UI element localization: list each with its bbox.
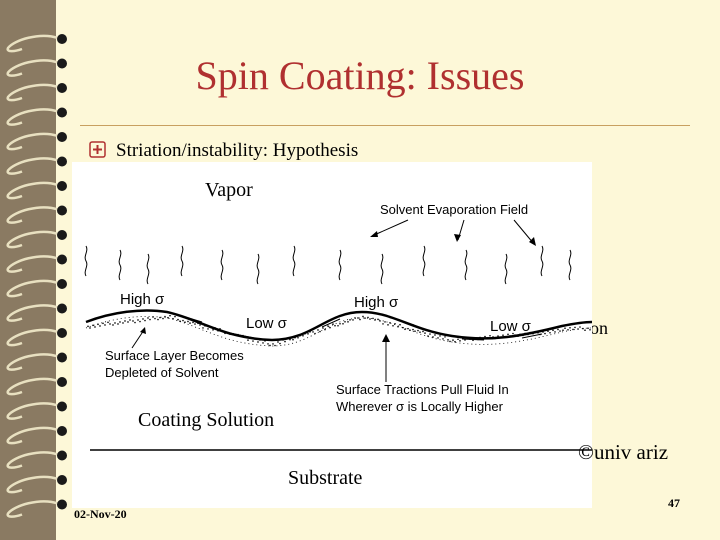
spiral-ring <box>6 475 59 494</box>
spiral-ring <box>6 255 59 273</box>
spiral-ring <box>6 304 59 322</box>
evaporation-field-label: Solvent Evaporation Field <box>380 202 528 217</box>
credit-label: ©univ ariz <box>578 440 669 464</box>
spiral-hole <box>57 83 67 93</box>
spiral-ring <box>6 108 59 126</box>
coating-surface <box>85 309 592 342</box>
spiral-ring <box>6 426 59 445</box>
spiral-hole <box>57 230 67 240</box>
spiral-ring <box>6 500 59 518</box>
spiral-hole <box>57 181 67 191</box>
high-sigma-left-label: High σ <box>120 291 165 308</box>
spiral-hole <box>57 377 67 387</box>
striation-diagram: Vapor Solvent Evaporation Field High σ H… <box>72 162 592 508</box>
spiral-ring <box>6 451 59 469</box>
spiral-hole <box>57 450 67 461</box>
depleted-label-line1: Surface Layer Becomes <box>105 348 244 363</box>
spiral-ring <box>6 206 59 224</box>
spiral-ring <box>6 230 59 249</box>
low-sigma-left-label: Low σ <box>246 315 288 332</box>
spiral-hole <box>57 254 67 265</box>
spiral-ring <box>6 402 59 420</box>
traction-label-line2: Wherever σ is Locally Higher <box>336 399 504 414</box>
spiral-hole <box>57 156 67 167</box>
high-sigma-mid-label: High σ <box>354 294 399 311</box>
spiral-ring <box>6 181 59 200</box>
substrate-label: Substrate <box>288 467 363 489</box>
spiral-hole <box>57 205 67 216</box>
spiral-hole <box>57 499 67 510</box>
vapor-squiggles <box>84 245 572 285</box>
spiral-hole <box>57 475 67 485</box>
spiral-ring <box>6 328 59 347</box>
spiral-ring <box>6 377 59 396</box>
traction-label-line1: Surface Tractions Pull Fluid In <box>336 382 509 397</box>
slide-title: Spin Coating: Issues <box>195 53 525 98</box>
spiral-ring <box>6 353 59 371</box>
low-sigma-right-label: Low σ <box>490 318 532 335</box>
vapor-label: Vapor <box>205 179 253 201</box>
page-number: 47 <box>668 496 680 510</box>
spiral-ring <box>6 34 59 53</box>
depleted-label-line2: Depleted of Solvent <box>105 365 219 380</box>
footer-date: 02-Nov-20 <box>74 507 127 521</box>
spiral-ring <box>6 157 59 175</box>
spiral-ring <box>6 279 59 298</box>
spiral-hole <box>57 401 67 412</box>
plus-box-icon <box>89 141 106 158</box>
spiral-hole <box>57 34 67 44</box>
spiral-hole <box>57 426 67 436</box>
spiral-hole <box>57 58 67 69</box>
spiral-binding <box>0 0 80 540</box>
bullet-text: Striation/instability: Hypothesis <box>116 140 359 161</box>
evaporation-arrows <box>371 219 535 245</box>
spiral-hole <box>57 132 67 142</box>
spiral-ring <box>6 83 59 102</box>
coating-solution-label: Coating Solution <box>138 409 274 431</box>
spiral-hole <box>57 352 67 363</box>
obscured-text-fragment: on <box>590 318 608 338</box>
title-divider <box>80 125 690 126</box>
spiral-hole <box>57 303 67 314</box>
spiral-hole <box>57 328 67 338</box>
spiral-hole <box>57 107 67 118</box>
spiral-hole <box>57 279 67 289</box>
spiral-ring <box>6 59 59 77</box>
spiral-ring <box>6 132 59 151</box>
